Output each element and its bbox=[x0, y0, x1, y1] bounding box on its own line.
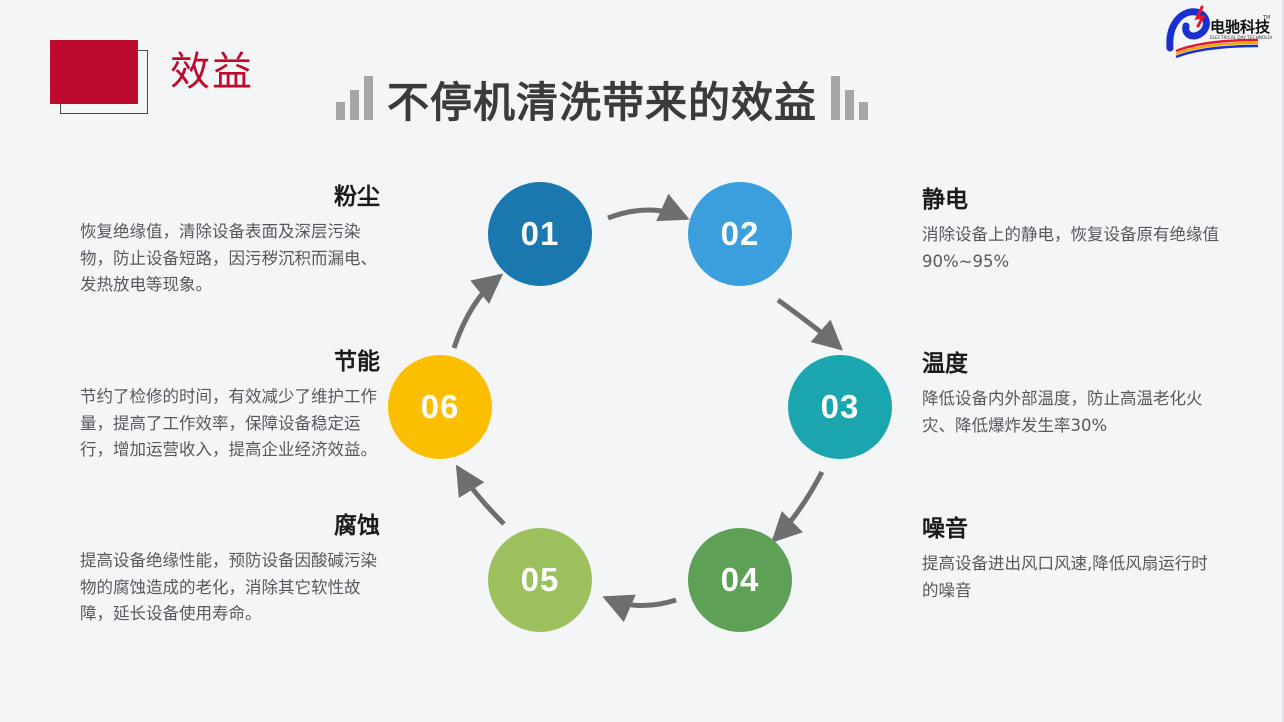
cycle-node-06[interactable]: 06 bbox=[388, 355, 492, 459]
heading-dust: 粉尘 bbox=[334, 184, 380, 210]
heading-temperature: 温度 bbox=[922, 351, 968, 377]
body-energy: 节约了检修的时间，有效减少了维护工作量，提高了工作效率，保障设备稳定运行，增加运… bbox=[80, 386, 377, 460]
svg-text:TM: TM bbox=[1262, 15, 1270, 21]
heading-energy: 节能 bbox=[334, 349, 380, 375]
section-label: 效益 bbox=[170, 49, 254, 95]
heading-static: 静电 bbox=[922, 187, 968, 213]
cycle-node-02[interactable]: 02 bbox=[688, 182, 792, 286]
bar-chart-icon-left bbox=[336, 76, 373, 124]
svg-text:电驰科技: 电驰科技 bbox=[1210, 18, 1271, 36]
text-block-corrosion: 腐蚀 提高设备绝缘性能，预防设备因酸碱污染物的腐蚀造成的老化，消除其它软性故障，… bbox=[80, 512, 380, 628]
page-title: 不停机清洗带来的效益 bbox=[387, 78, 818, 127]
bar-chart-icon-right bbox=[831, 76, 869, 124]
text-block-static: 静电 消除设备上的静电，恢复设备原有绝缘值90%~95% bbox=[922, 186, 1222, 275]
cycle-node-04[interactable]: 04 bbox=[688, 528, 792, 632]
badge-fill-shape bbox=[50, 40, 138, 104]
text-block-temperature: 温度 降低设备内外部温度，防止高温老化火灾、降低爆炸发生率30% bbox=[922, 350, 1222, 439]
cycle-node-05[interactable]: 05 bbox=[488, 528, 592, 632]
cycle-diagram: 01 02 03 04 05 06 bbox=[370, 160, 915, 660]
body-temperature: 降低设备内外部温度，防止高温老化火灾、降低爆炸发生率30% bbox=[922, 388, 1203, 435]
body-static: 消除设备上的静电，恢复设备原有绝缘值90%~95% bbox=[922, 224, 1219, 271]
body-noise: 提高设备进出风口风速,降低风扇运行时的噪音 bbox=[922, 553, 1208, 600]
company-logo: 电驰科技 ELECTRICAL DAY TECHNOLOGY TM bbox=[1162, 4, 1277, 59]
cycle-node-01[interactable]: 01 bbox=[488, 182, 592, 286]
heading-noise: 噪音 bbox=[922, 516, 968, 542]
text-block-dust: 粉尘 恢复绝缘值，清除设备表面及深层污染物，防止设备短路，因污秽沉积而漏电、发热… bbox=[80, 183, 380, 299]
svg-text:ELECTRICAL DAY TECHNOLOGY: ELECTRICAL DAY TECHNOLOGY bbox=[1210, 35, 1272, 41]
cycle-node-03[interactable]: 03 bbox=[788, 355, 892, 459]
body-corrosion: 提高设备绝缘性能，预防设备因酸碱污染物的腐蚀造成的老化，消除其它软性故障，延长设… bbox=[80, 550, 377, 624]
section-badge bbox=[50, 40, 148, 114]
title-row: 不停机清洗带来的效益 bbox=[336, 68, 869, 127]
text-block-energy: 节能 节约了检修的时间，有效减少了维护工作量，提高了工作效率，保障设备稳定运行，… bbox=[80, 348, 380, 464]
text-block-noise: 噪音 提高设备进出风口风速,降低风扇运行时的噪音 bbox=[922, 515, 1222, 604]
body-dust: 恢复绝缘值，清除设备表面及深层污染物，防止设备短路，因污秽沉积而漏电、发热放电等… bbox=[80, 221, 377, 295]
heading-corrosion: 腐蚀 bbox=[334, 513, 380, 539]
